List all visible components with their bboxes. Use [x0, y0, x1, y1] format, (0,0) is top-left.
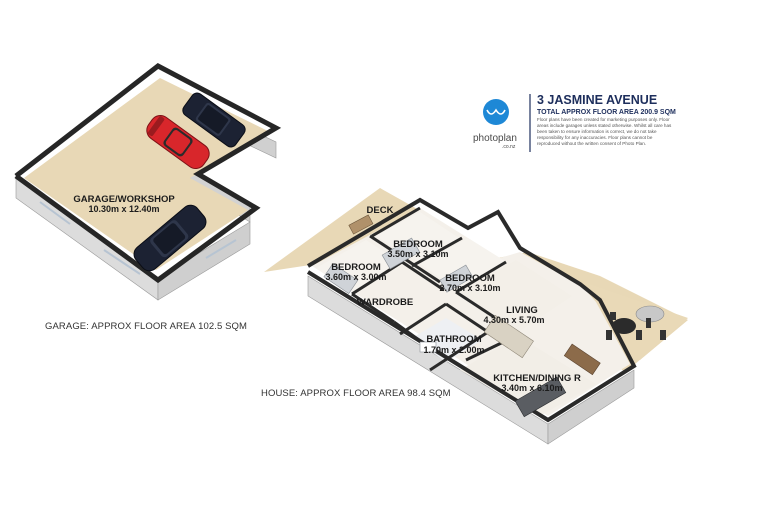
living-dims: 4.30m x 5.70m: [483, 315, 544, 325]
brand-domain: .co.nz: [502, 144, 516, 150]
furniture: [323, 214, 601, 418]
kitchen-dims: 3.40m x 6.10m: [501, 383, 562, 393]
garage-wall-side: [157, 221, 251, 301]
bedroom-label: BEDROOM: [393, 239, 443, 250]
bedroom-dims: 3.50m x 3.10m: [387, 249, 448, 259]
disclaimer-line: responsibility for any inaccuracies. Flo…: [537, 135, 653, 140]
photoplan-logo-icon: [483, 99, 509, 125]
disclaimer-line: been taken to ensure information is corr…: [537, 129, 657, 134]
living-floor: [460, 260, 572, 336]
dark-car-icon: [133, 204, 207, 272]
brand-name: photoplan: [473, 133, 517, 144]
bedroom-label: BEDROOM: [331, 262, 381, 273]
house-block: DECK BEDROOM 3.50m x 3.10m BEDROOM 3.60m…: [264, 188, 688, 445]
garage-area-caption: GARAGE: APPROX FLOOR AREA 102.5 SQM: [45, 321, 247, 332]
garage-dims: 10.30m x 12.40m: [88, 204, 159, 214]
red-car-icon: [146, 114, 210, 170]
garage-block: GARAGE/WORKSHOP 10.30m x 12.40m: [14, 63, 282, 301]
disclaimer-line: reproduced without the written consent o…: [537, 141, 646, 146]
bedroom-label: BEDROOM: [445, 273, 495, 284]
bedroom-floor: [420, 238, 506, 290]
outdoor-table-icon: [606, 305, 666, 340]
living-label: LIVING: [506, 305, 538, 316]
dark-car-icon: [182, 92, 246, 148]
total-area-subtitle: TOTAL APPROX FLOOR AREA 200.9 SQM: [537, 109, 676, 116]
bathroom-dims: 1.70m x 2.00m: [423, 345, 484, 355]
disclaimer-line: Floor plans have been created for market…: [537, 117, 670, 122]
wardrobe-label: WARDROBE: [357, 297, 413, 308]
kitchen-floor: [460, 336, 596, 416]
deck-label: DECK: [367, 205, 394, 216]
kitchen-label: KITCHEN/DINING R: [493, 373, 581, 384]
house-area-caption: HOUSE: APPROX FLOOR AREA 98.4 SQM: [261, 388, 451, 399]
property-title: 3 JASMINE AVENUE: [537, 93, 657, 107]
disclaimer-line: areas include garages unless stated othe…: [537, 123, 672, 128]
photoplan-logo: photoplan .co.nz: [473, 99, 517, 150]
bedroom-dims: 3.60m x 3.00m: [325, 272, 386, 282]
house-wall-side: [547, 369, 635, 445]
garage-label: GARAGE/WORKSHOP: [73, 194, 175, 205]
house-wall-top: [306, 197, 637, 423]
garage-wall-top: [14, 63, 282, 284]
bathroom-floor: [412, 318, 482, 362]
interior-walls: [351, 206, 521, 372]
bathroom-label: BATHROOM: [426, 334, 481, 345]
bedroom-dims: 2.70m x 3.10m: [439, 283, 500, 293]
